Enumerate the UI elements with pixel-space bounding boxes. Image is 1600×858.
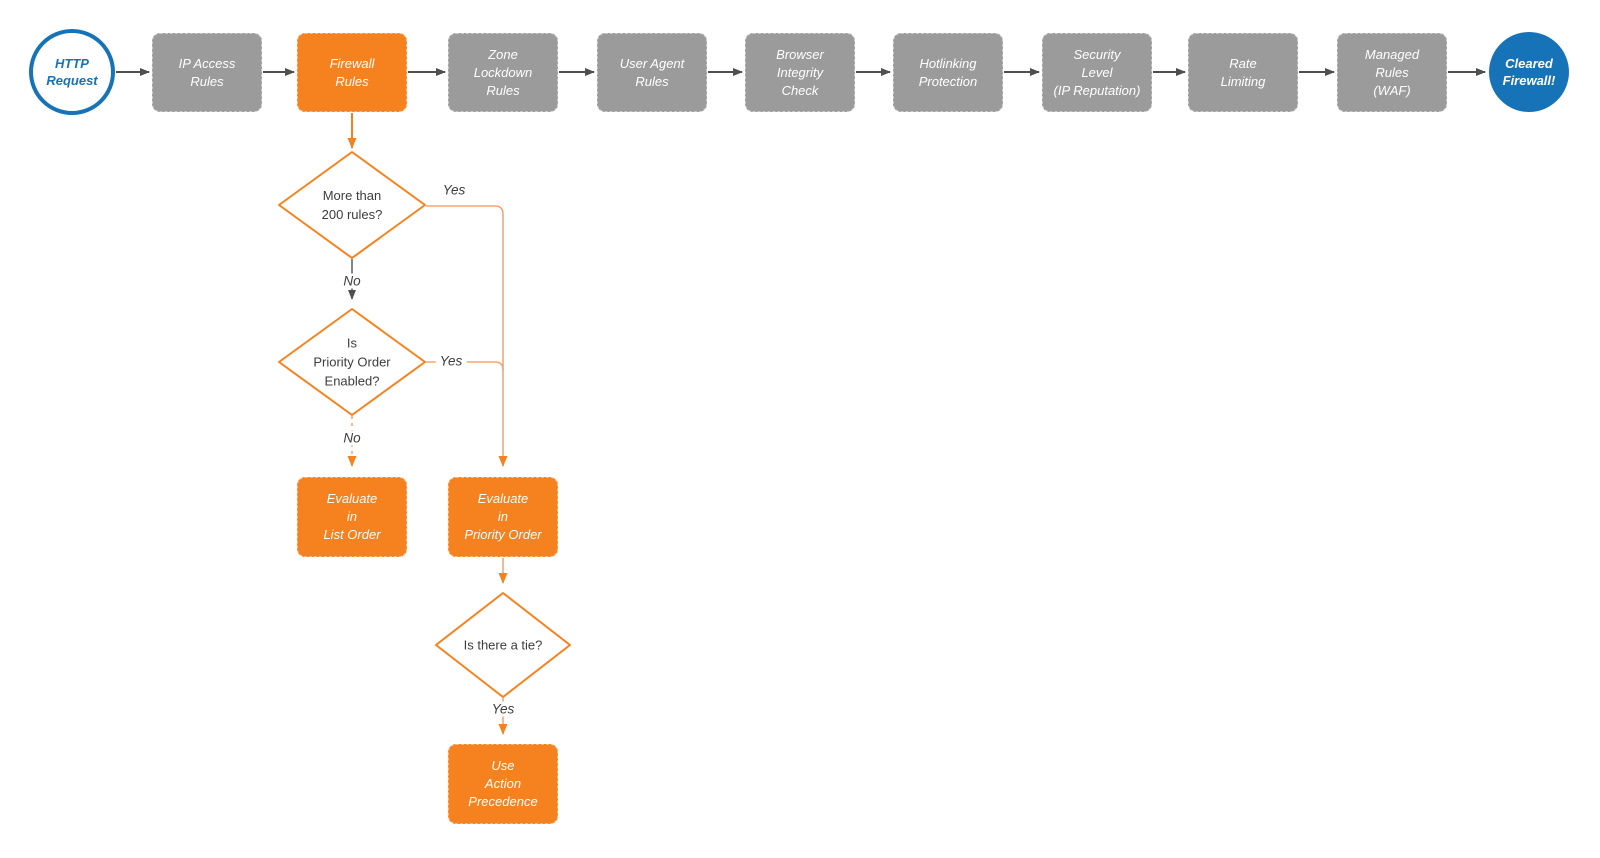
decision-is-there-a-tie-label: Is there a tie? — [463, 637, 543, 653]
stage-security-level: Security Level (IP Reputation) — [1042, 33, 1152, 112]
stage-rate-limiting: Rate Limiting — [1188, 33, 1298, 112]
stage-user-agent-rules: User Agent Rules — [597, 33, 707, 112]
decision-priority-order-enabled-shape — [278, 308, 426, 416]
end-terminal: Cleared Firewall! — [1489, 32, 1569, 112]
edge-label-200rules-yes: Yes — [438, 182, 470, 198]
stage-ip-access-rules: IP Access Rules — [152, 33, 262, 112]
edge-label-200rules-no: No — [339, 273, 365, 289]
action-evaluate-priority-order: Evaluate in Priority Order — [448, 477, 558, 557]
edge-label-priority-no: No — [339, 430, 365, 446]
stage-hotlinking-protection: Hotlinking Protection — [893, 33, 1003, 112]
decision-more-than-200-rules-shape — [278, 151, 426, 259]
action-evaluate-list-order: Evaluate in List Order — [297, 477, 407, 557]
stage-managed-rules-waf: Managed Rules (WAF) — [1337, 33, 1447, 112]
action-use-action-precedence: Use Action Precedence — [448, 744, 558, 824]
decision-is-there-a-tie-shape — [435, 592, 571, 698]
start-terminal: HTTP Request — [29, 29, 115, 115]
edge-label-priority-yes: Yes — [435, 353, 467, 369]
decision-more-than-200-rules-label: More than 200 rules? — [321, 188, 383, 222]
decision-priority-order-enabled-label: Is Priority Order Enabled? — [313, 335, 391, 389]
connector-priority-yes — [426, 361, 504, 371]
stage-browser-integrity-check: Browser Integrity Check — [745, 33, 855, 112]
stage-firewall-rules: Firewall Rules — [297, 33, 407, 112]
stage-zone-lockdown-rules: Zone Lockdown Rules — [448, 33, 558, 112]
connector-200rules-yes — [426, 205, 508, 467]
edge-label-tie-yes: Yes — [487, 701, 519, 717]
